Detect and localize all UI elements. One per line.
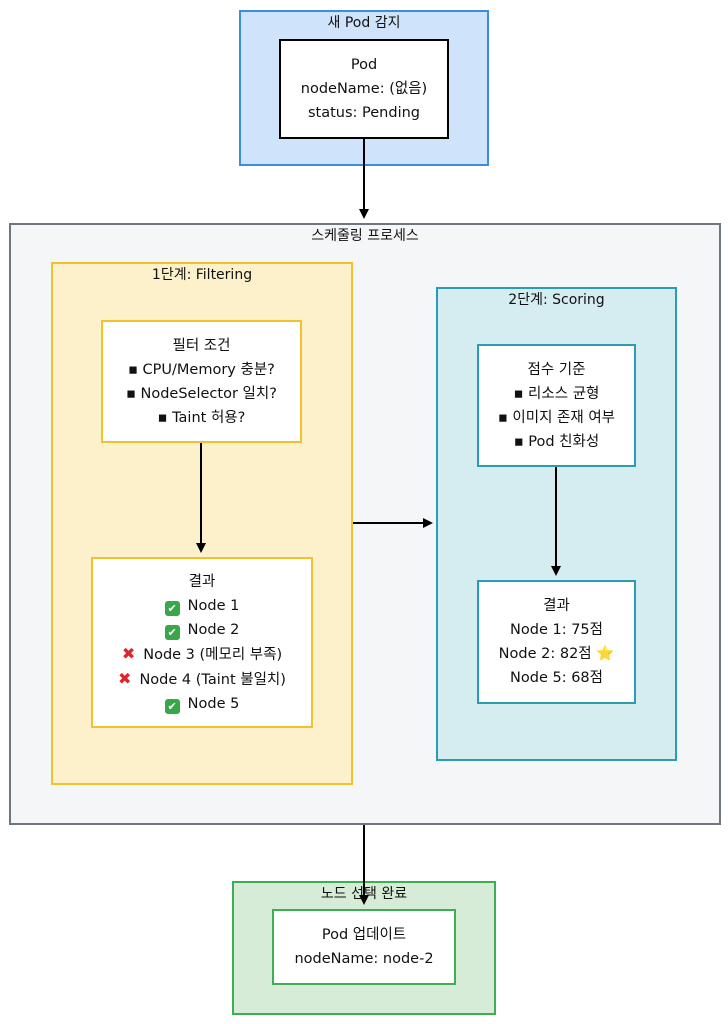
criteria-line: ▪ Taint 허용?: [157, 409, 246, 426]
result-item-fail: Node 4 (Taint 불일치): [118, 667, 285, 692]
complete-box: Pod 업데이트 nodeName: node-2: [272, 909, 456, 985]
score-criteria-box: 점수 기준 ▪ 리소스 균형 ▪ 이미지 존재 여부 ▪ Pod 친화성: [477, 344, 636, 467]
complete-line: nodeName: node-2: [294, 951, 434, 967]
score-line: Node 5: 68점: [510, 670, 603, 686]
pod-box: Pod nodeName: (없음) status: Pending: [279, 39, 449, 139]
filter-criteria-box: 필터 조건 ▪ CPU/Memory 충분? ▪ NodeSelector 일치…: [101, 320, 302, 443]
complete-line: Pod 업데이트: [321, 927, 407, 943]
score-line: Node 2: 82점: [498, 646, 592, 662]
pod-line: status: Pending: [307, 105, 420, 121]
criteria-line: ▪ 이미지 존재 여부: [497, 409, 616, 426]
criteria-line: 필터 조건: [172, 337, 231, 354]
score-line: Node 1: 75점: [510, 622, 603, 638]
criteria-line: ▪ Pod 친화성: [513, 433, 600, 450]
result-item-pass: Node 5: [165, 692, 240, 716]
result-item-pass: Node 1: [165, 594, 240, 618]
pod-line: Pod: [350, 57, 378, 73]
result-item-pass: Node 2: [165, 618, 240, 642]
result-item-fail: Node 3 (메모리 부족): [122, 642, 282, 667]
criteria-line: ▪ 리소스 균형: [513, 385, 600, 402]
criteria-line: ▪ NodeSelector 일치?: [126, 385, 277, 402]
score-result-box: 결과 Node 1: 75점 Node 2: 82점 ⭐ Node 5: 68점: [477, 580, 636, 704]
process-title: 스케줄링 프로세스: [311, 228, 419, 244]
scoring-title: 2단계: Scoring: [508, 292, 605, 308]
criteria-line: 점수 기준: [527, 361, 586, 378]
star-icon: ⭐: [596, 646, 615, 662]
pod-line: nodeName: (없음): [300, 81, 428, 97]
result-title: 결과: [188, 573, 216, 590]
detect-title: 새 Pod 감지: [327, 15, 401, 31]
score-result-title: 결과: [543, 598, 570, 614]
filter-result-box: 결과 Node 1 Node 2 Node 3 (메모리 부족) Node 4 …: [91, 557, 313, 728]
score-line-best: Node 2: 82점 ⭐: [499, 642, 615, 666]
filtering-title: 1단계: Filtering: [151, 267, 253, 283]
criteria-line: ▪ CPU/Memory 충분?: [128, 361, 275, 378]
